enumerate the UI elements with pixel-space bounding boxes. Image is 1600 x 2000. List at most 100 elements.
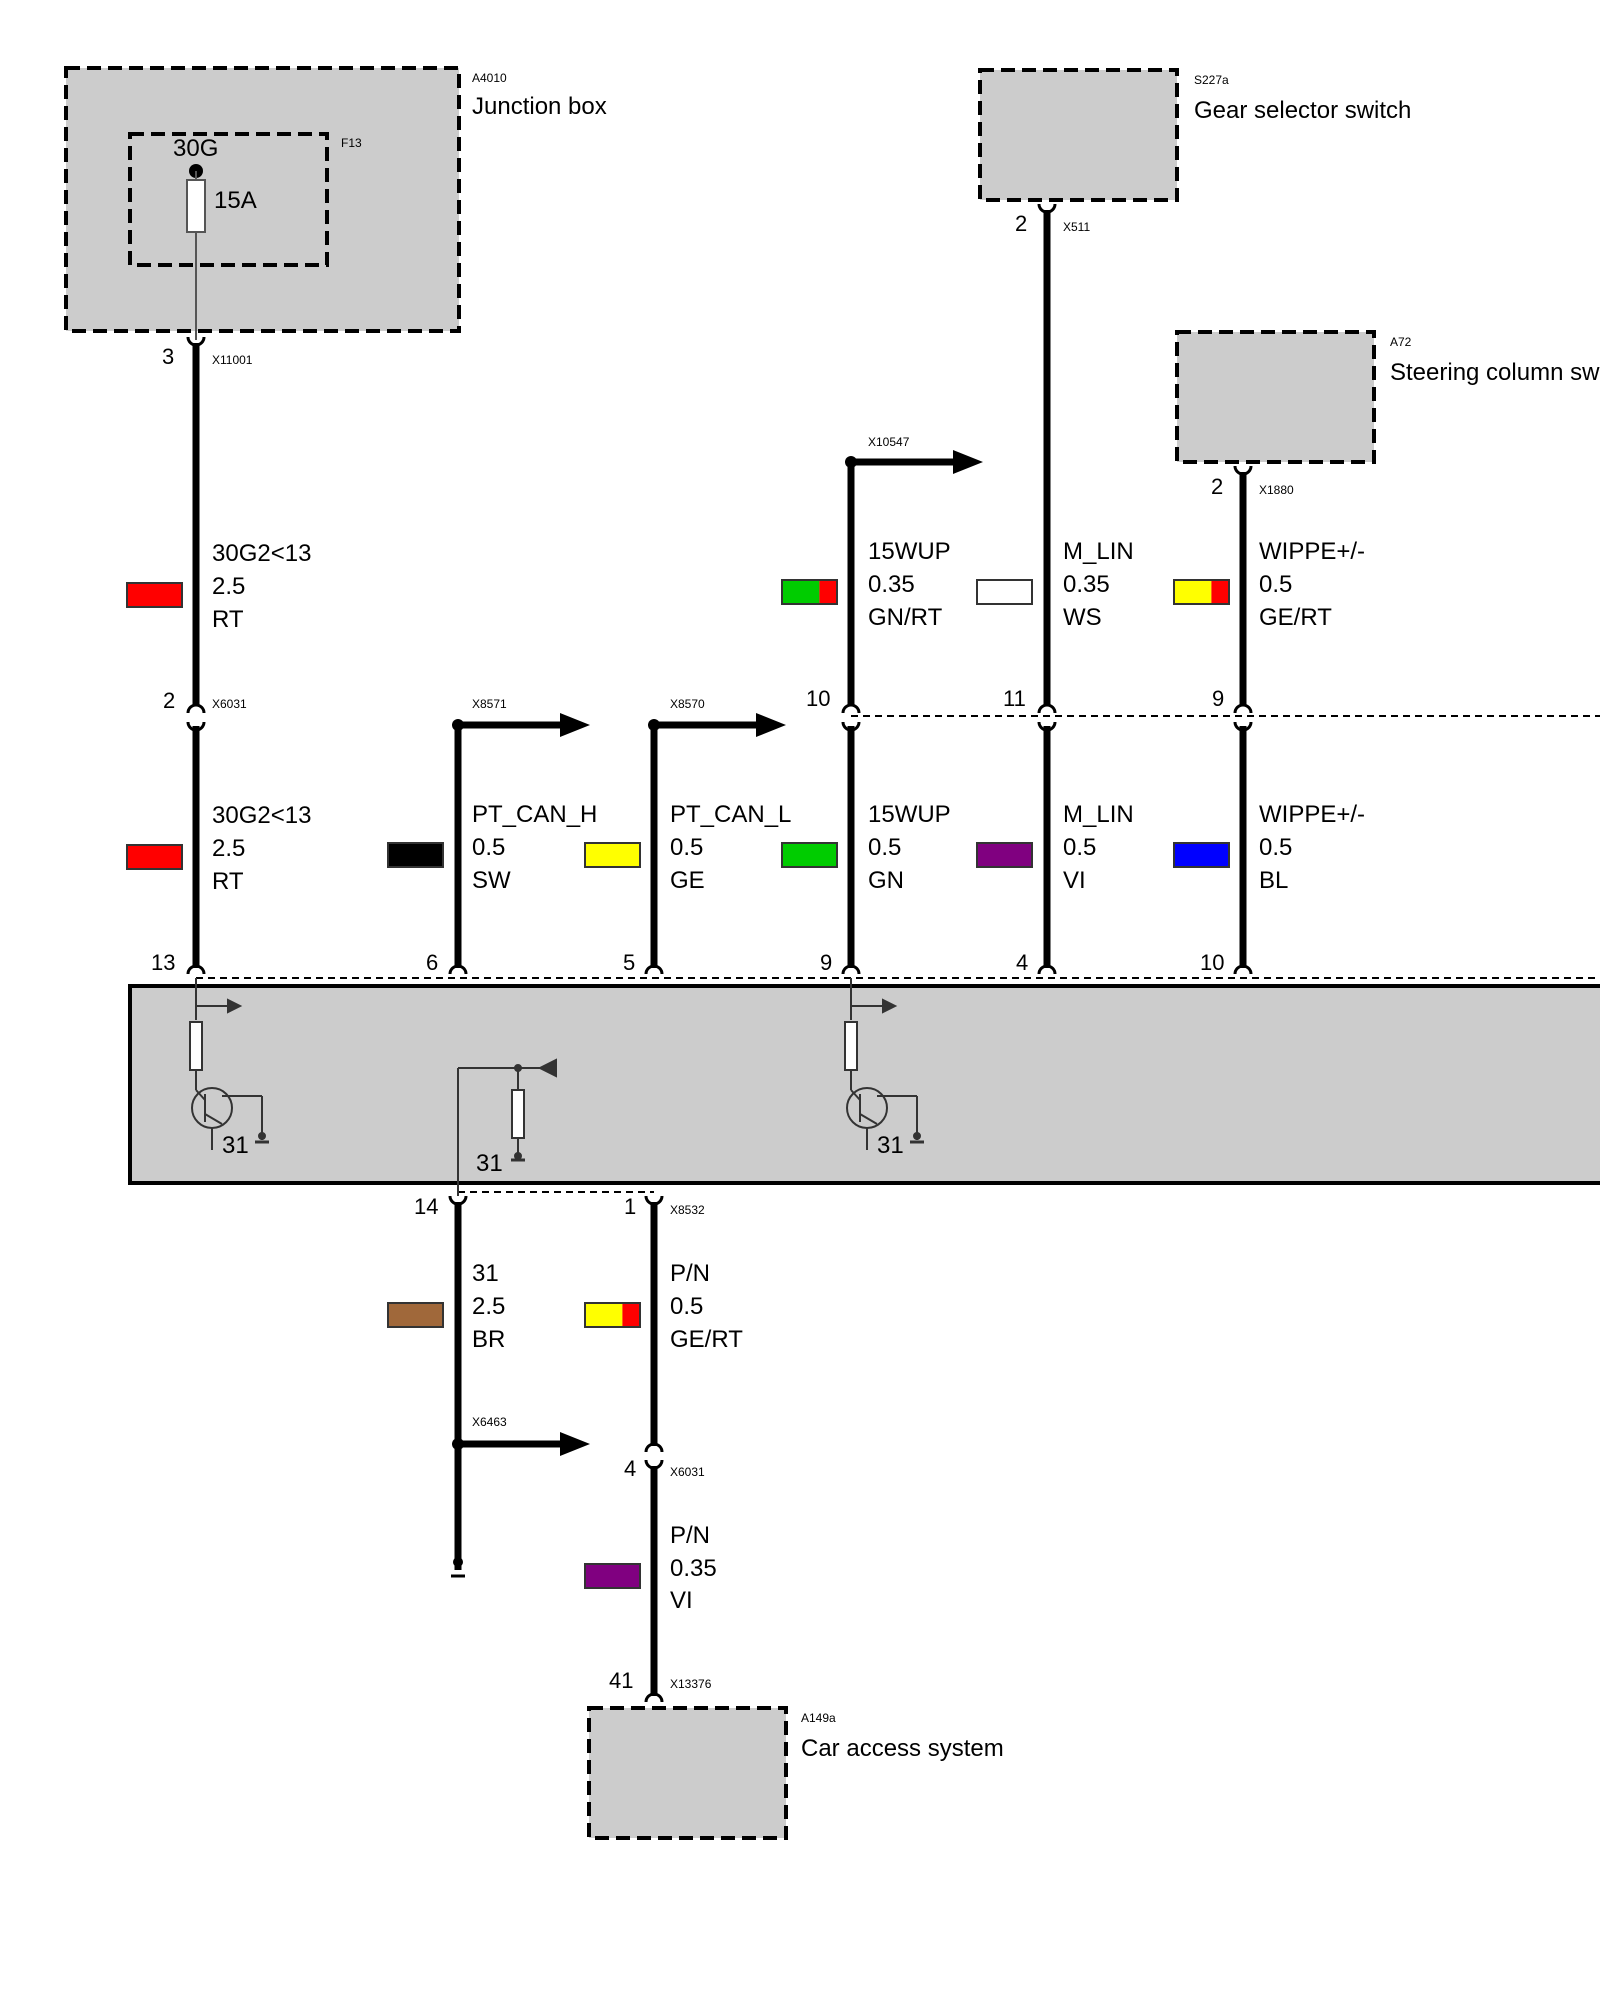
swatch-fill [976,842,1033,868]
a4010-name: Junction box [472,93,607,120]
s227a-code: S227a [1194,73,1229,87]
swatch-fill [387,1302,444,1328]
pin-number: 4 [1016,950,1028,975]
wire-label-w8: 15WUP 0.5 GN [781,801,951,894]
wire-size: 0.5 [1259,834,1292,861]
wire-color-code: BR [472,1326,505,1353]
pin-number: 41 [609,1668,633,1693]
color-swatch [1173,842,1230,868]
wire-label-w1: 30G2<13 2.5 RT [126,540,311,633]
swatch-stripe-color [819,580,837,604]
wire-color-code: VI [1063,867,1086,894]
output-stage-middle [844,978,924,1150]
wire-signal: M_LIN [1063,538,1134,565]
pin-number: 14 [414,1194,438,1219]
wire-size: 0.5 [868,834,901,861]
connector-code: X8571 [472,697,507,711]
wire-label-w5: WIPPE+/- 0.5 GE/RT [1173,538,1365,631]
connector-code: X6031 [670,1465,705,1479]
swatch-border [1173,579,1230,605]
fuse-rating-label: 15A [214,187,257,214]
swatch-fill [584,1563,641,1589]
connector-code: X10547 [868,435,910,449]
wire-color-code: GE/RT [670,1326,743,1353]
connector-code: X8532 [670,1203,705,1217]
wire-size: 2.5 [472,1293,505,1320]
wire-signal: P/N [670,1522,710,1549]
pin-number: 9 [1212,686,1224,711]
wire-signal: M_LIN [1063,801,1134,828]
pin-number: 6 [426,950,438,975]
pin-number: 13 [151,950,175,975]
ground-label-middle: 31 [476,1150,503,1177]
pin-number: 11 [1003,686,1026,711]
swatch-fill [126,844,183,870]
ground-label-right: 31 [877,1132,904,1159]
color-swatch [584,1563,641,1589]
branch-arrow-x8570 [648,713,786,737]
wire-signal: 30G2<13 [212,540,311,567]
swatch-border [584,1302,641,1328]
ground-label-left: 31 [222,1132,249,1159]
swatch-base-color [1174,580,1212,604]
color-swatch [387,842,444,868]
swatch-fill [126,582,183,608]
fuse-terminal-label: 30G [173,135,218,162]
swatch-base-color [782,580,820,604]
wire-color-code: GE [670,867,705,894]
connector-symbols [186,203,1253,1703]
wire-label-w6: PT_CAN_H 0.5 SW [387,801,597,894]
pin-number: 10 [806,686,830,711]
wire-label-w4: M_LIN 0.35 WS [976,538,1134,631]
wire-size: 0.35 [670,1555,717,1582]
car-access-system-a149a: A149a Car access system [587,1706,1004,1840]
color-swatch [1173,579,1230,605]
wire-signal: 30G2<13 [212,802,311,829]
wire-color-code: BL [1259,867,1288,894]
swatch-fill [387,842,444,868]
pin-number: 9 [820,950,832,975]
swatch-border [781,579,838,605]
wire-color-code: WS [1063,604,1102,631]
wire-size: 0.5 [1063,834,1096,861]
wire-size: 0.5 [670,834,703,861]
connector-code: X11001 [212,353,253,367]
wire-color-code: GN [868,867,904,894]
color-swatch [584,842,641,868]
connector-code: X8570 [670,697,705,711]
wire-signal: WIPPE+/- [1259,801,1365,828]
wire-label-w7: PT_CAN_L 0.5 GE [584,801,791,894]
pin-labels: 3 X11001 2 X6031 2 X511 2 X1880 X10547 X… [151,211,1294,1693]
a72-code: A72 [1390,335,1412,349]
color-swatch [387,1302,444,1328]
wire-signal: P/N [670,1260,710,1287]
color-swatch [976,842,1033,868]
wire-signal: WIPPE+/- [1259,538,1365,565]
wire-signal: 31 [472,1260,499,1287]
swatch-base-color [585,1303,623,1327]
wire-size: 0.5 [670,1293,703,1320]
f13-code: F13 [341,136,362,150]
swatch-stripe-color [1211,580,1229,604]
color-swatch [126,582,183,608]
wire-label-w9: M_LIN 0.5 VI [976,801,1134,894]
wire-end-x6463 [451,1557,465,1578]
ground-feed-circuit [457,1058,557,1196]
color-swatch [781,842,838,868]
wire-label-w13: P/N 0.35 VI [584,1522,717,1614]
color-swatch [584,1302,641,1328]
wire-color-code: RT [212,606,244,633]
wire-size: 0.5 [1259,571,1292,598]
pin-number: 2 [1211,474,1223,499]
branch-arrow-x10547 [845,450,983,474]
wire-color-code: SW [472,867,511,894]
color-swatch [976,579,1033,605]
wire-color-code: GN/RT [868,604,943,631]
wire-color-code: RT [212,868,244,895]
wire-label-w10: WIPPE+/- 0.5 BL [1173,801,1365,894]
branch-arrow-x6463 [452,1432,590,1456]
wire-label-w12: P/N 0.5 GE/RT [584,1260,743,1353]
wire-color-code: VI [670,1587,693,1614]
a149a-name: Car access system [801,1735,1004,1762]
